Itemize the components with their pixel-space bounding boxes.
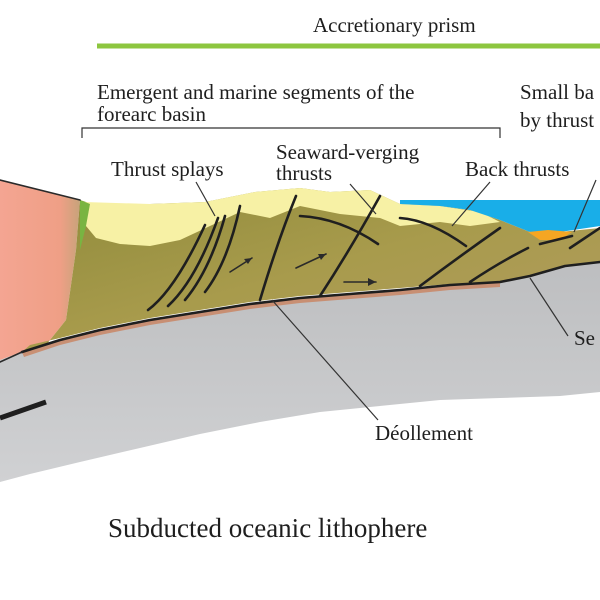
seaward-thrust — [258, 194, 298, 302]
decollement-label: Déollement — [375, 421, 473, 445]
plate-marker — [0, 399, 47, 421]
small-basin-label-line1: Small ba — [520, 80, 595, 104]
arc-crust — [0, 180, 80, 360]
back-thrust — [568, 226, 600, 250]
thrust-splay — [146, 223, 207, 312]
seaward-thrust — [318, 194, 382, 298]
back-thrusts-label: Back thrusts — [465, 157, 569, 181]
prism-front-strip — [80, 200, 90, 250]
forearc-basin-label-line2: forearc basin — [97, 102, 207, 126]
small-basin-leader — [573, 179, 597, 233]
back-thrust — [538, 234, 574, 246]
forearc-basin-label-line1: Emergent and marine segments of the — [97, 80, 414, 104]
decollement-leader — [271, 299, 379, 421]
seaward-thrusts-label-line1: Seaward-verging — [276, 140, 420, 164]
forearc-basin-bracket — [81, 127, 501, 138]
arc-boundary — [0, 179, 81, 201]
forearc-basin-fill — [84, 188, 500, 246]
seaward-thrust — [418, 226, 502, 288]
thrust-splays-label: Thrust splays — [111, 157, 224, 181]
small-basin-label-line2: by thrust — [520, 108, 594, 132]
motion-arrow-head — [318, 254, 326, 260]
se-leader — [529, 277, 569, 337]
subducted-lithosphere-label: Subducted oceanic lithophere — [108, 513, 427, 543]
sea — [400, 200, 600, 232]
motion-arrow-head — [368, 278, 376, 286]
thrust-splay — [183, 214, 227, 302]
back-thrust — [298, 214, 380, 246]
accretionary-prism-label: Accretionary prism — [313, 13, 476, 37]
seaward-thrusts-label-line2: thrusts — [276, 161, 332, 185]
thrust-splays-leader — [195, 181, 216, 217]
motion-arrow-head — [244, 258, 252, 264]
arc-boundary-2 — [0, 351, 23, 363]
decollement-fault — [20, 260, 600, 354]
back-thrust — [398, 216, 468, 248]
back-thrusts-leader — [451, 181, 491, 227]
se-partial-label: Se — [574, 326, 595, 350]
thrust-splay — [203, 204, 242, 294]
thrust-splay — [166, 216, 220, 308]
seaward-thrusts-leader — [349, 183, 377, 215]
oceanic-plate — [0, 262, 600, 482]
decollement-zone — [22, 282, 500, 357]
seaward-thrust — [468, 246, 530, 284]
